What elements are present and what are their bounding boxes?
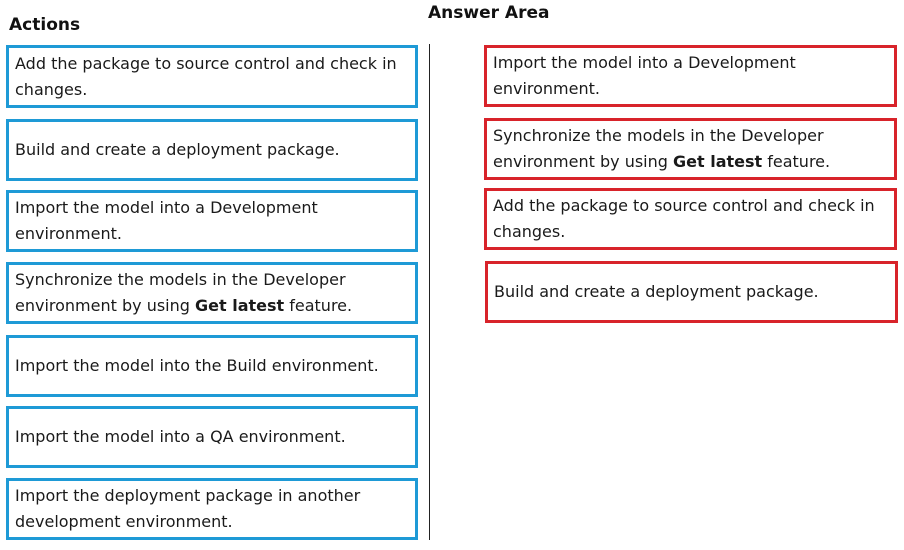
answer-area-heading: Answer Area bbox=[428, 3, 550, 23]
action-item[interactable]: Import the model into the Build environm… bbox=[6, 335, 418, 397]
answer-item[interactable]: Add the package to source control and ch… bbox=[484, 188, 897, 250]
answer-item[interactable]: Import the model into a Development envi… bbox=[484, 45, 897, 107]
action-item[interactable]: Import the model into a QA environment. bbox=[6, 406, 418, 468]
actions-heading: Actions bbox=[9, 15, 81, 35]
action-item[interactable]: Add the package to source control and ch… bbox=[6, 45, 418, 108]
action-item[interactable]: Synchronize the models in the Developer … bbox=[6, 262, 418, 324]
action-item[interactable]: Import the model into a Development envi… bbox=[6, 190, 418, 252]
action-item[interactable]: Build and create a deployment package. bbox=[6, 119, 418, 181]
answer-item[interactable]: Synchronize the models in the Developer … bbox=[484, 118, 897, 180]
column-divider bbox=[429, 44, 430, 540]
answer-item[interactable]: Build and create a deployment package. bbox=[485, 261, 898, 323]
action-item[interactable]: Import the deployment package in another… bbox=[6, 478, 418, 540]
